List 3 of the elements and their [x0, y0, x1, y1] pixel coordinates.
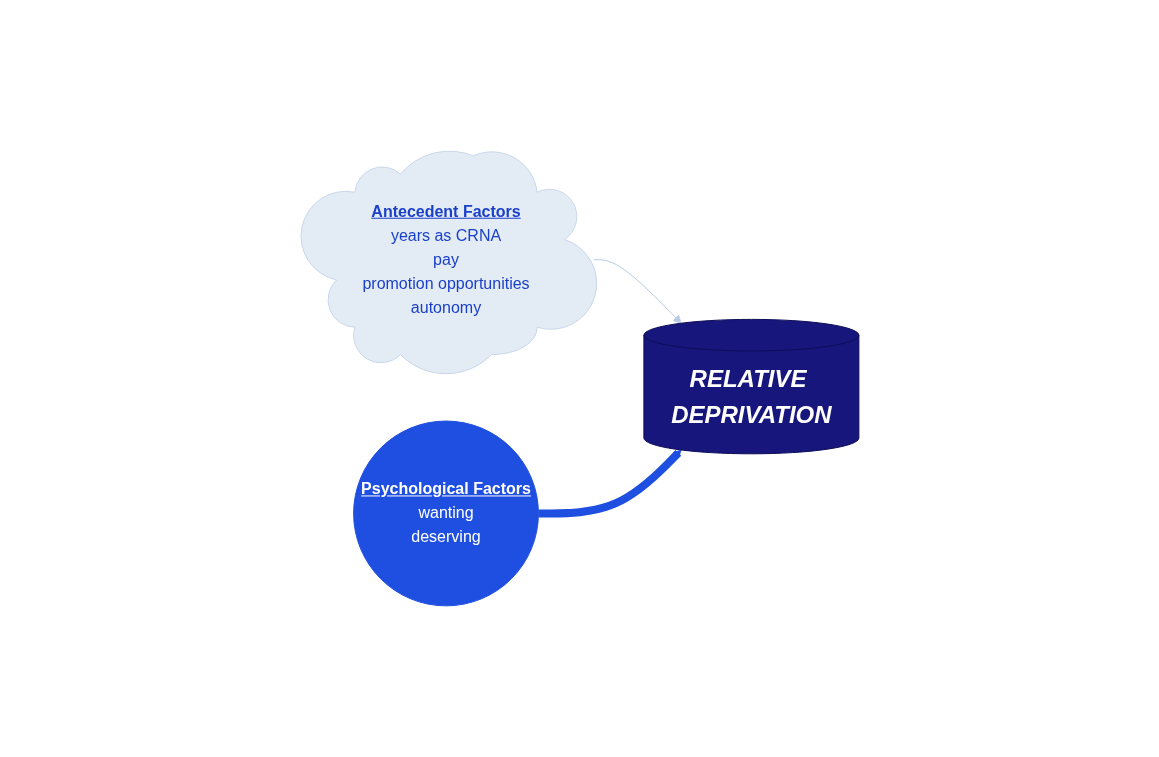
arrow: [538, 449, 682, 518]
node-circle: Psychological Factors wanting deserving: [352, 420, 539, 607]
arrow: [592, 259, 682, 324]
